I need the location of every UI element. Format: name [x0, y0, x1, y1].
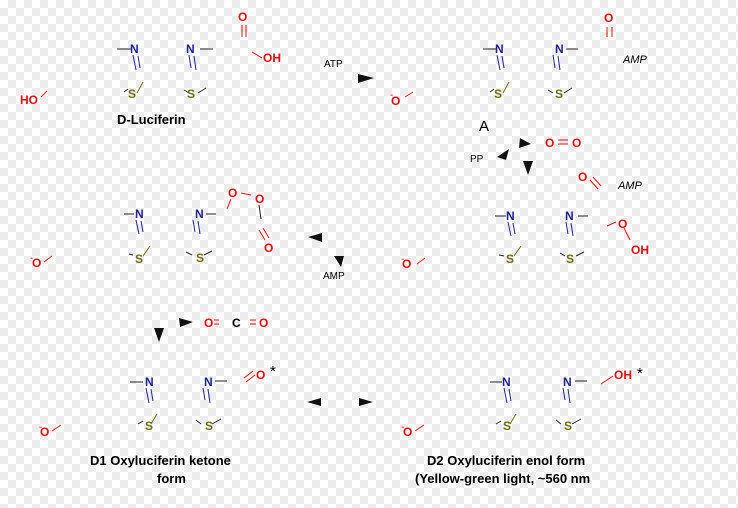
oxygen-atom: O [604, 11, 613, 25]
sulfur-atom: S [205, 419, 213, 433]
oxygen-atom: O [256, 368, 265, 382]
arrow-down-icon [154, 328, 164, 342]
oxygen-anion: O [391, 94, 400, 108]
nitrogen-atom: N [204, 375, 213, 389]
charge-minus: - [401, 254, 404, 265]
oxygen-atom: O [238, 10, 247, 24]
arrow-right-icon [359, 398, 373, 406]
oxygen-atom: O [264, 241, 273, 255]
oxyluciferin-ketone-structure: O - N S N S O * D1 Oxyluciferin ketone f… [39, 363, 276, 486]
oxygen-atom: O [204, 316, 213, 330]
oxygen-atom: O [578, 170, 587, 184]
arrow-down-right-icon [334, 256, 344, 267]
sulfur-atom: S [135, 252, 143, 266]
hydroxyl-group: OH [614, 368, 632, 382]
d-luciferin-structure: N S N S O OH HO D-Luciferin [20, 10, 281, 127]
d1-label-line1: D1 Oxyluciferin ketone [90, 453, 231, 468]
oxygen-atom: O [572, 136, 581, 150]
nitrogen-atom: N [145, 375, 154, 389]
hydroxyl-group: HO [20, 93, 38, 107]
excited-state-marker: * [270, 363, 276, 380]
nitrogen-atom: N [130, 42, 139, 56]
d2-label-line1: D2 Oxyluciferin enol form [427, 453, 585, 468]
oxygen-anion: O [403, 425, 412, 439]
oxygen-atom: O [618, 217, 627, 231]
sulfur-atom: S [196, 251, 204, 265]
sulfur-atom: S [128, 87, 136, 101]
charge-minus: - [39, 422, 42, 433]
charge-minus: - [30, 253, 33, 264]
excited-state-marker: * [637, 365, 643, 382]
arrow-down-icon [523, 161, 533, 175]
nitrogen-atom: N [135, 207, 144, 221]
oxygen-atom: O [259, 316, 268, 330]
d-luciferin-label: D-Luciferin [117, 112, 186, 127]
arrow-right-icon [179, 318, 193, 327]
dioxygen: O O [545, 136, 581, 150]
d2-label-line2: (Yellow-green light, ~560 nm [415, 471, 590, 486]
sulfur-atom: S [506, 252, 514, 266]
oxygen-anion: O [402, 257, 411, 271]
sulfur-atom: S [187, 87, 195, 101]
oxygen-atom: O [255, 192, 264, 206]
carbon-dioxide: O C O [204, 316, 268, 330]
carbon-atom: C [232, 316, 241, 330]
charge-minus: - [401, 422, 404, 433]
oxygen-atom: O [228, 186, 237, 200]
arrow-left-icon [308, 233, 322, 242]
arrow-right-icon [358, 74, 374, 83]
nitrogen-atom: N [555, 42, 564, 56]
sulfur-atom: S [503, 419, 511, 433]
d1-label-line2: form [157, 471, 186, 486]
sulfur-atom: S [555, 87, 563, 101]
dioxetanone-structure: O - N S N S O O O [30, 186, 273, 270]
oxygen-atom: O [545, 136, 554, 150]
nitrogen-atom: N [565, 209, 574, 223]
nitrogen-atom: N [195, 207, 204, 221]
arrow-left-icon [307, 398, 321, 406]
arrow-right-icon [519, 138, 531, 148]
pp-label: PP [470, 154, 484, 165]
amp-label: AMP [323, 271, 345, 282]
sulfur-atom: S [564, 419, 572, 433]
peroxide-intermediate-structure: O - N S N S O AMP O OH [401, 170, 649, 271]
step-a-label: A [479, 118, 489, 135]
amp-group: AMP [617, 180, 643, 192]
atp-label: ATP [324, 59, 343, 70]
sulfur-atom: S [494, 87, 502, 101]
charge-minus: - [390, 90, 393, 101]
hydroxyl-group: OH [263, 51, 281, 65]
oxygen-anion: O [32, 256, 41, 270]
nitrogen-atom: N [563, 375, 572, 389]
amp-group: AMP [622, 54, 648, 66]
oxyluciferin-enol-structure: O - N S N S OH * D2 Oxyluciferin enol fo… [401, 365, 643, 486]
oxygen-anion: O [40, 425, 49, 439]
arrow-left-up-icon [497, 149, 509, 160]
nitrogen-atom: N [502, 375, 511, 389]
sulfur-atom: S [145, 419, 153, 433]
sulfur-atom: S [566, 252, 574, 266]
nitrogen-atom: N [506, 209, 515, 223]
luciferyl-adenylate-structure: O - N S N S O AMP [390, 11, 648, 108]
nitrogen-atom: N [186, 42, 195, 56]
hydroxyl-group: OH [631, 243, 649, 257]
nitrogen-atom: N [495, 42, 504, 56]
